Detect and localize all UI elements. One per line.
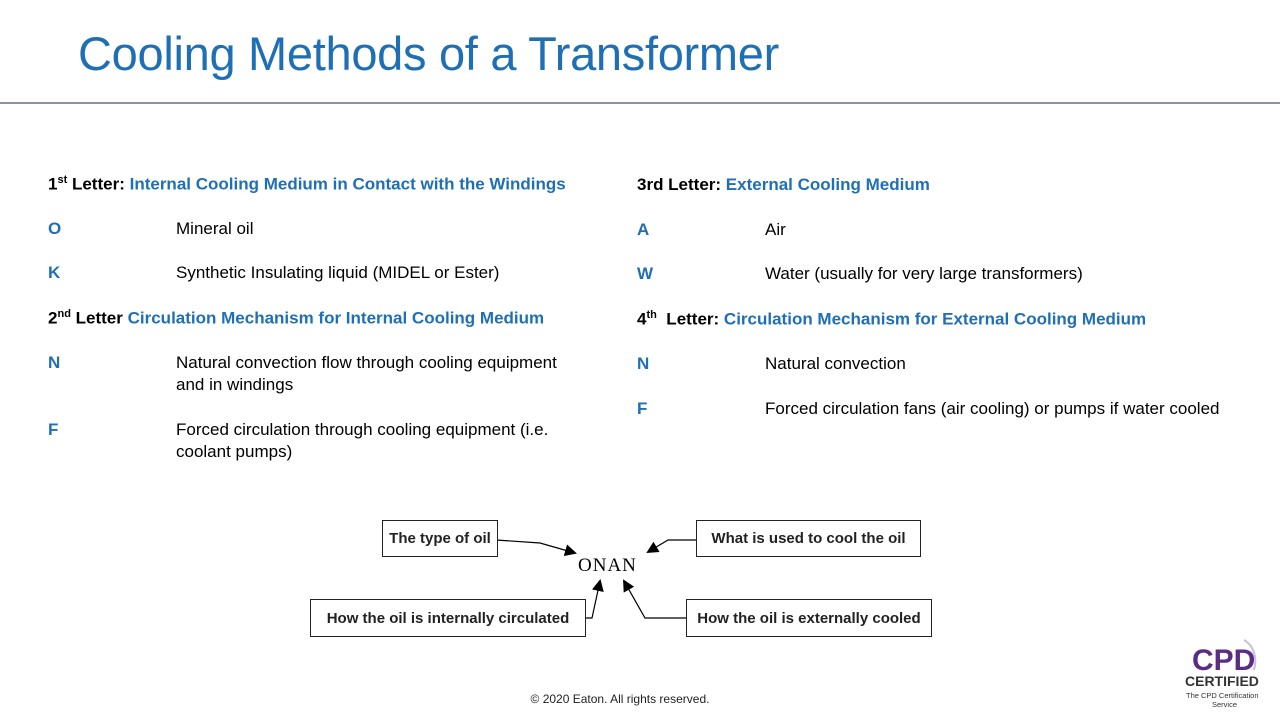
fourth-letter-heading: 4th Letter: Circulation Mechanism for Ex… [637,309,1146,330]
title-divider [0,102,1280,104]
arrow-bottom-right [623,579,686,619]
logo-service-line1: The CPD Certification [1186,691,1259,700]
code-description: Mineral oil [176,219,254,238]
first-letter-heading: 1st Letter: Internal Cooling Medium in C… [48,174,566,195]
copyright-footer: © 2020 Eaton. All rights reserved. [530,692,710,706]
code-letter: N [48,353,61,372]
left-column: 1st Letter: Internal Cooling Medium in C… [48,174,628,474]
heading-number: 4 [637,309,647,329]
heading-topic: Internal Cooling Medium in Contact with … [129,174,566,194]
heading-letter-label: Letter [70,308,128,328]
description-line: and in windings [176,375,294,394]
logo-cpd-text: CPD [1192,644,1255,677]
onan-diagram: The type of oil What is used to cool the… [300,505,950,655]
code-description: Forced circulation fans (air cooling) or… [765,399,1220,418]
logo-service-line2: Service [1212,700,1237,709]
code-description: Forced circulation through cooling equip… [176,419,548,463]
label-external-cooling: How the oil is externally cooled [686,599,932,637]
code-letter: W [637,264,654,283]
heading-ordinal: nd [57,308,71,320]
heading-letter-label: 3rd Letter: [637,175,726,194]
heading-ordinal: th [646,309,657,321]
code-letter: O [48,219,62,238]
code-description: Synthetic Insulating liquid (MIDEL or Es… [176,263,500,282]
code-letter: F [48,420,59,439]
arrow-bottom-left [584,579,604,619]
arrow-top-left [495,539,577,557]
heading-number: 1 [48,174,58,194]
label-internal-circulation: How the oil is internally circulated [310,599,586,637]
third-letter-heading: 3rd Letter: External Cooling Medium [637,175,930,195]
code-description: Air [765,220,786,239]
cpd-certified-logo: CPD CERTIFIED The CPD Certification Serv… [1182,636,1272,716]
description-line: Natural convection flow through cooling … [176,353,557,372]
label-type-of-oil: The type of oil [382,520,498,557]
heading-letter-label: Letter: [656,309,724,329]
description-line: coolant pumps) [176,442,293,461]
heading-topic: External Cooling Medium [725,175,930,194]
heading-ordinal: st [57,174,68,186]
heading-letter-label: Letter: [67,174,130,194]
heading-number: 2 [48,308,58,328]
arrow-top-right [646,539,696,554]
code-letter: F [637,399,648,418]
diagram-arrows [495,539,696,619]
code-letter: N [637,354,650,373]
logo-certified-text: CERTIFIED [1185,673,1259,689]
right-column: 3rd Letter: External Cooling Medium A Ai… [637,175,1277,435]
slide-title: Cooling Methods of a Transformer [78,27,779,80]
code-letter: A [637,220,650,239]
code-description: Natural convection flow through cooling … [176,352,557,396]
heading-topic: Circulation Mechanism for External Cooli… [723,309,1147,329]
label-what-cools-oil: What is used to cool the oil [696,520,921,557]
second-letter-heading: 2nd Letter Circulation Mechanism for Int… [48,308,544,329]
code-letter: K [48,263,61,282]
cpd-logo-graphic: CPD CERTIFIED The CPD Certification Serv… [1185,639,1259,709]
description-line: Forced circulation through cooling equip… [176,420,549,439]
code-description: Water (usually for very large transforme… [765,264,1083,283]
heading-topic: Circulation Mechanism for Internal Cooli… [127,308,545,328]
onan-code: ONAN [578,555,637,576]
code-description: Natural convection [765,354,906,373]
